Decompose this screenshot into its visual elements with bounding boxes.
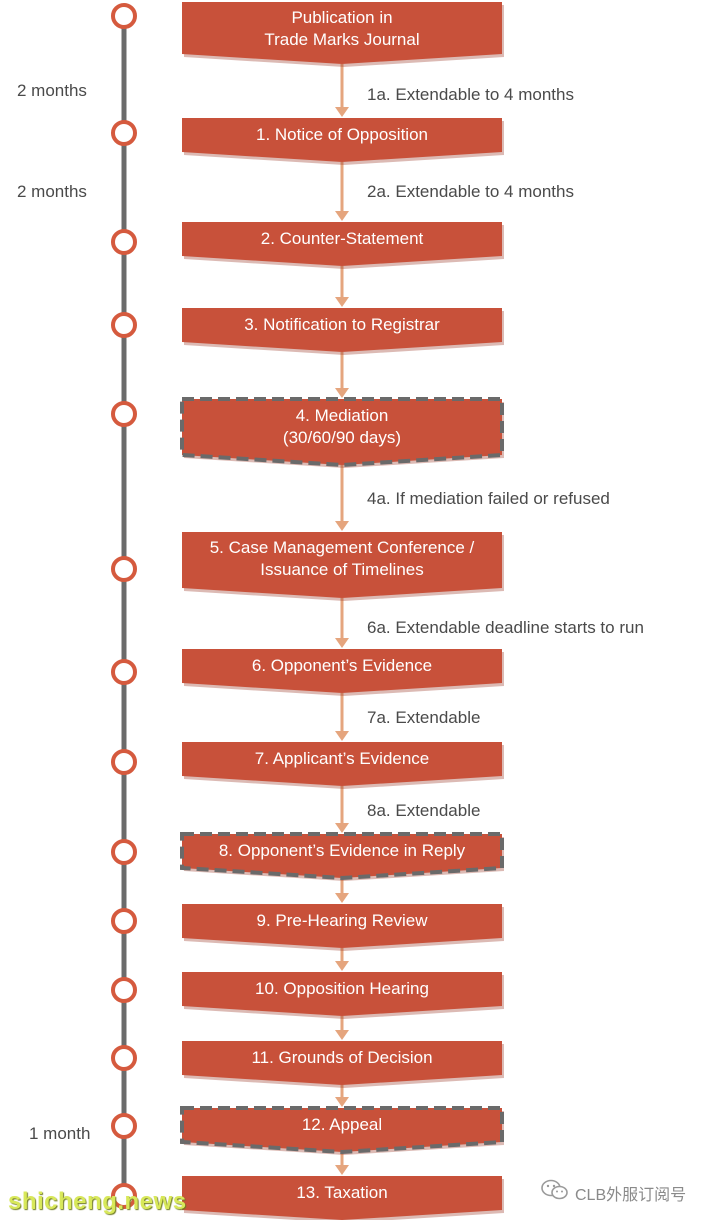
box-shape-publication — [182, 2, 502, 64]
arrows-layer — [335, 64, 349, 1175]
duration-label-3: 1 month — [29, 1124, 91, 1143]
step-note-4a: 4a. If mediation failed or refused — [367, 489, 610, 508]
duration-label-2: 2 months — [17, 182, 87, 201]
timeline-node-publication — [111, 3, 137, 29]
timeline-node-applicants-evidence — [111, 749, 137, 775]
boxes-layer — [180, 2, 504, 1220]
timeline-node-notice — [111, 120, 137, 146]
timeline-node-mediation — [111, 401, 137, 427]
timeline-node-taxation — [111, 1183, 137, 1209]
arrow-head-7 — [335, 731, 349, 741]
step-note-8a: 8a. Extendable — [367, 801, 481, 820]
box-shape-hearing — [182, 972, 502, 1016]
arrow-head-6 — [335, 638, 349, 648]
timeline-node-opponents-evidence — [111, 659, 137, 685]
step-note-2a: 2a. Extendable to 4 months — [367, 182, 574, 201]
timeline-node-pre-hearing — [111, 908, 137, 934]
arrow-head-2 — [335, 211, 349, 221]
watermark-site: shicheng.news — [8, 1188, 187, 1215]
box-shape-grounds — [182, 1041, 502, 1085]
arrow-head-1 — [335, 107, 349, 117]
arrow-head-13 — [335, 1165, 349, 1175]
dashed-border-appeal — [180, 1106, 504, 1155]
timeline-nodes — [111, 3, 137, 1209]
arrow-head-12 — [335, 1097, 349, 1107]
arrow-head-8 — [335, 823, 349, 833]
arrow-head-10 — [335, 961, 349, 971]
wechat-icon — [541, 1179, 568, 1200]
dashed-border-mediation — [180, 397, 504, 468]
timeline-node-appeal — [111, 1113, 137, 1139]
timeline-node-grounds — [111, 1045, 137, 1071]
box-shape-mediation — [182, 399, 502, 465]
box-shape-case-management — [182, 532, 502, 598]
timeline-node-hearing — [111, 977, 137, 1003]
arrow-head-9 — [335, 893, 349, 903]
watermark-account: CLB外服订阅号 — [575, 1187, 687, 1204]
box-shape-pre-hearing — [182, 904, 502, 948]
arrow-head-5 — [335, 521, 349, 531]
box-shape-applicants-evidence — [182, 742, 502, 786]
box-shape-evidence-reply — [182, 834, 502, 878]
dashed-border-evidence-reply — [180, 832, 504, 881]
step-note-6a: 6a. Extendable deadline starts to run — [367, 618, 644, 637]
timeline-node-counter-statement — [111, 229, 137, 255]
timeline-node-evidence-reply — [111, 839, 137, 865]
box-shape-opponents-evidence — [182, 649, 502, 693]
box-shape-appeal — [182, 1108, 502, 1152]
box-shape-taxation — [182, 1176, 502, 1220]
arrow-head-4 — [335, 388, 349, 398]
box-shape-notice — [182, 118, 502, 162]
timeline-node-case-management — [111, 556, 137, 582]
timeline-node-notification — [111, 312, 137, 338]
box-shape-counter-statement — [182, 222, 502, 266]
step-note-1a: 1a. Extendable to 4 months — [367, 85, 574, 104]
box-shape-notification — [182, 308, 502, 352]
step-note-7a: 7a. Extendable — [367, 708, 481, 727]
duration-label-1: 2 months — [17, 81, 87, 100]
arrow-head-11 — [335, 1030, 349, 1040]
arrow-head-3 — [335, 297, 349, 307]
